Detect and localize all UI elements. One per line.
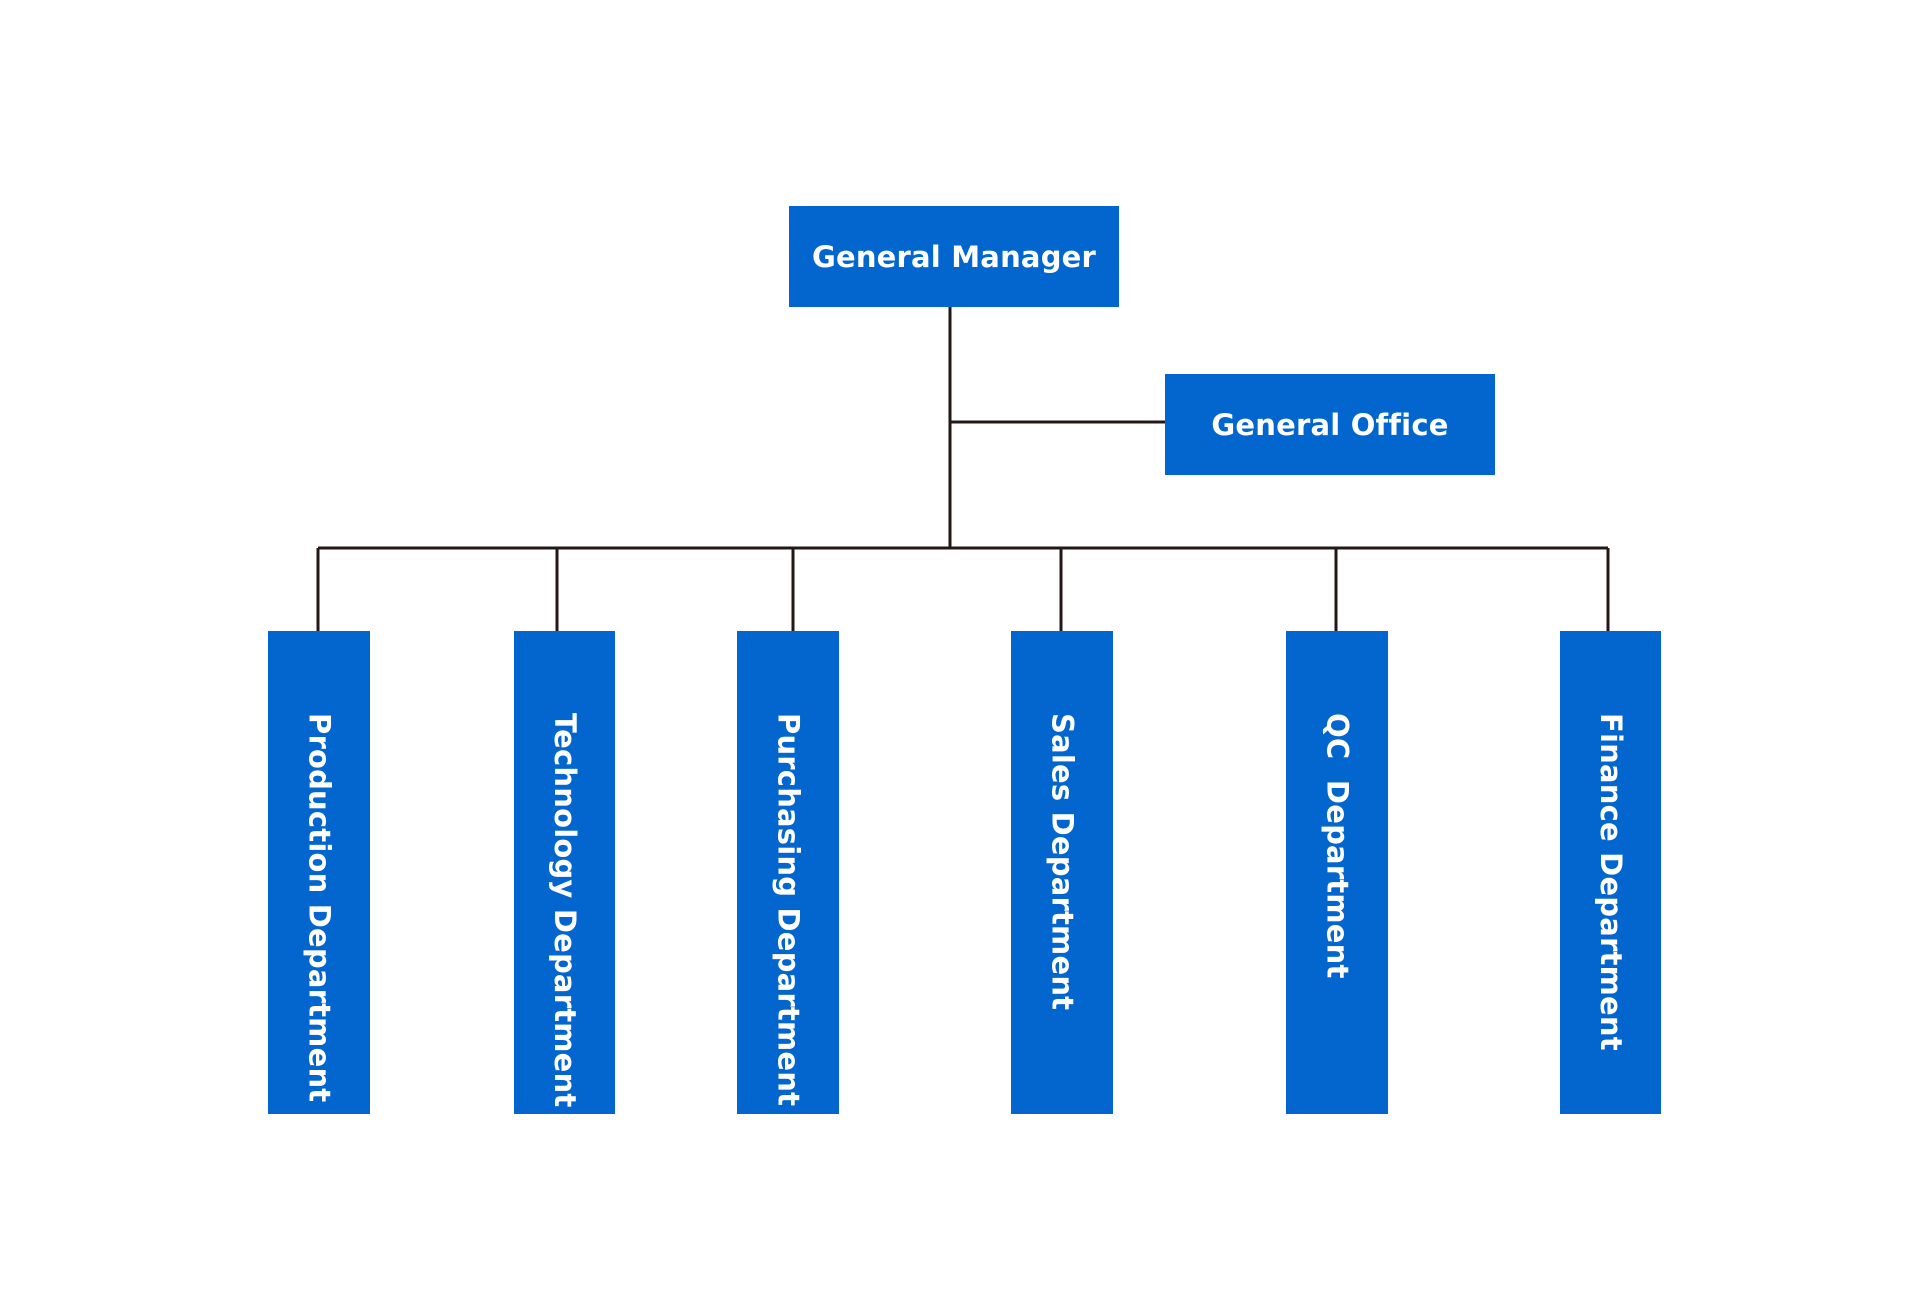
node-sales-department: Sales Department [1011,631,1113,1114]
node-finance-department: Finance Department [1560,631,1661,1114]
node-general-manager: General Manager [789,206,1119,307]
node-purchasing-department-label: Purchasing Department [771,713,806,1107]
node-general-manager-label: General Manager [811,239,1097,274]
node-finance-department-label: Finance Department [1594,713,1628,1051]
node-technology-department: Technology Department [514,631,615,1114]
node-qc-department: QC Department [1286,631,1388,1114]
node-production-department-label: Production Department [302,713,337,1103]
node-general-office-label: General Office [1211,407,1449,442]
node-general-office: General Office [1165,374,1495,475]
node-purchasing-department: Purchasing Department [737,631,839,1114]
node-sales-department-label: Sales Department [1045,713,1080,1011]
node-production-department: Production Department [268,631,370,1114]
node-qc-department-label: QC Department [1320,713,1355,979]
node-technology-department-label: Technology Department [548,713,582,1108]
